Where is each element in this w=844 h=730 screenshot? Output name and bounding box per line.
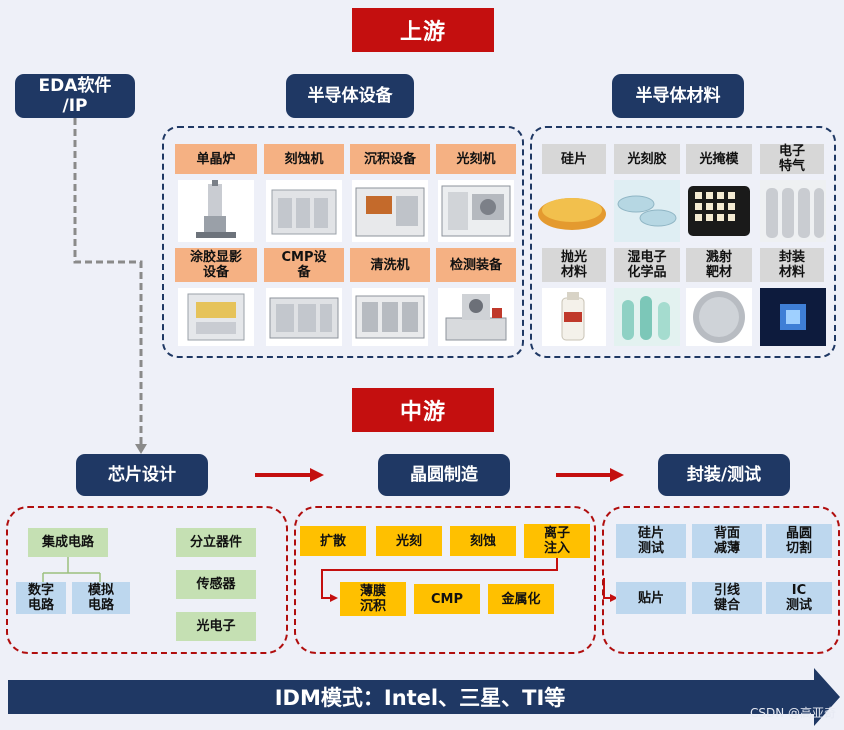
equipment-label-lithography: 光刻机 [436, 144, 516, 174]
material-label-polishing: 抛光 材料 [542, 248, 606, 282]
polishing-material-image [542, 288, 606, 346]
material-label-photomask: 光掩模 [686, 144, 752, 174]
analog-circuit-box: 模拟 电路 [72, 582, 130, 614]
equipment-label-inspection: 检测装备 [436, 248, 516, 282]
package-step-wafer-test: 硅片 测试 [616, 524, 686, 558]
material-label-wet-chemicals: 湿电子 化学品 [614, 248, 680, 282]
material-label-specialty-gas: 电子 特气 [760, 144, 824, 174]
eda-connector-arrowhead [135, 444, 147, 454]
fab-group [294, 506, 596, 654]
material-label-silicon-wafer: 硅片 [542, 144, 606, 174]
sputter-target-image [686, 288, 752, 346]
integrated-circuit-box: 集成电路 [28, 528, 108, 557]
optoelectronic-box: 光电子 [176, 612, 256, 641]
equipment-label-cleaner: 清洗机 [350, 248, 430, 282]
equipment-title: 半导体设备 [286, 74, 414, 118]
stage-chip-design: 芯片设计 [76, 454, 208, 496]
crystal-furnace-image [178, 180, 254, 242]
material-label-packaging: 封装 材料 [760, 248, 824, 282]
idm-arrow [8, 668, 840, 726]
fab-step-thin-film: 薄膜 沉积 [340, 582, 406, 616]
discrete-device-box: 分立器件 [176, 528, 256, 557]
equipment-group [162, 126, 524, 358]
package-step-ic-test: IC 测试 [766, 582, 832, 614]
inspection-image [438, 288, 514, 346]
wet-chemicals-image [614, 288, 680, 346]
stage-package-test: 封装/测试 [658, 454, 790, 496]
equipment-label-deposition: 沉积设备 [350, 144, 430, 174]
digital-circuit-box: 数字 电路 [16, 582, 66, 614]
equipment-label-cmp: CMP设 备 [264, 248, 344, 282]
package-step-die-attach: 贴片 [616, 582, 686, 614]
etcher-image [266, 180, 342, 242]
fab-step-metallization: 金属化 [488, 584, 554, 614]
fab-step-etching: 刻蚀 [450, 526, 516, 556]
specialty-gas-image [760, 180, 826, 242]
coater-image [178, 288, 254, 346]
photoresist-image [614, 180, 680, 242]
fab-step-cmp: CMP [414, 584, 480, 614]
cmp-image [266, 288, 342, 346]
package-flow-line [603, 578, 612, 599]
material-label-sputter-target: 溅射 靶材 [686, 248, 752, 282]
fab-flow-line [321, 556, 558, 599]
photomask-image [686, 182, 752, 240]
packaging-material-image [760, 288, 826, 346]
fab-step-ion-implant: 离子 注入 [524, 524, 590, 558]
upstream-banner: 上游 [352, 8, 494, 52]
eda-ip-box: EDA软件 /IP [15, 74, 135, 118]
sensor-box: 传感器 [176, 570, 256, 599]
equipment-label-crystal-furnace: 单晶炉 [175, 144, 257, 174]
watermark: CSDN @高亚奇 [749, 706, 836, 720]
eda-connector [73, 118, 143, 448]
package-step-backgrind: 背面 减薄 [692, 524, 762, 558]
package-step-wire-bond: 引线 键合 [692, 582, 762, 614]
silicon-wafer-image [536, 180, 608, 242]
materials-title: 半导体材料 [612, 74, 744, 118]
fab-step-diffusion: 扩散 [300, 526, 366, 556]
material-label-photoresist: 光刻胶 [614, 144, 680, 174]
deposition-image [352, 180, 428, 242]
package-group [602, 506, 840, 654]
package-step-dicing: 晶圆 切割 [766, 524, 832, 558]
materials-group [530, 126, 836, 358]
fab-step-lithography: 光刻 [376, 526, 442, 556]
design-group [6, 506, 288, 654]
cleaner-image [352, 288, 428, 346]
equipment-label-coater: 涂胶显影 设备 [175, 248, 257, 282]
midstream-banner: 中游 [352, 388, 494, 432]
ic-tree-lines [42, 557, 101, 582]
equipment-label-etcher: 刻蚀机 [264, 144, 344, 174]
stage-wafer-fab: 晶圆制造 [378, 454, 510, 496]
lithography-image [438, 180, 514, 242]
idm-label: IDM模式：Intel、三星、TI等 [274, 686, 566, 710]
